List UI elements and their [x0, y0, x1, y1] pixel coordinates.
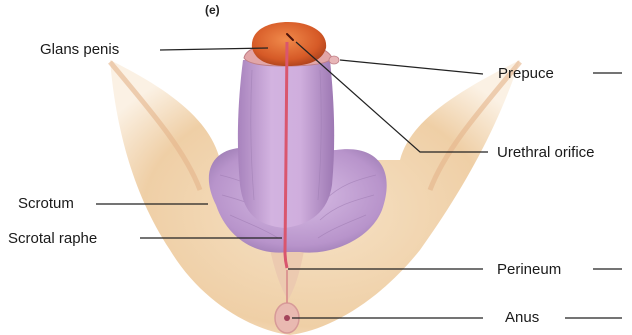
label-scrotum: Scrotum: [18, 196, 74, 211]
panel-letter: (e): [205, 4, 220, 16]
label-scrotal-raphe: Scrotal raphe: [8, 231, 97, 246]
label-perineum: Perineum: [497, 262, 561, 277]
label-urethral-orifice: Urethral orifice: [497, 145, 595, 160]
prepuce-edge: [329, 56, 339, 64]
label-glans-penis: Glans penis: [40, 42, 119, 57]
leader-prepuce: [340, 60, 483, 74]
label-prepuce: Prepuce: [498, 66, 554, 81]
label-anus: Anus: [505, 310, 539, 325]
anus-center: [284, 315, 290, 321]
